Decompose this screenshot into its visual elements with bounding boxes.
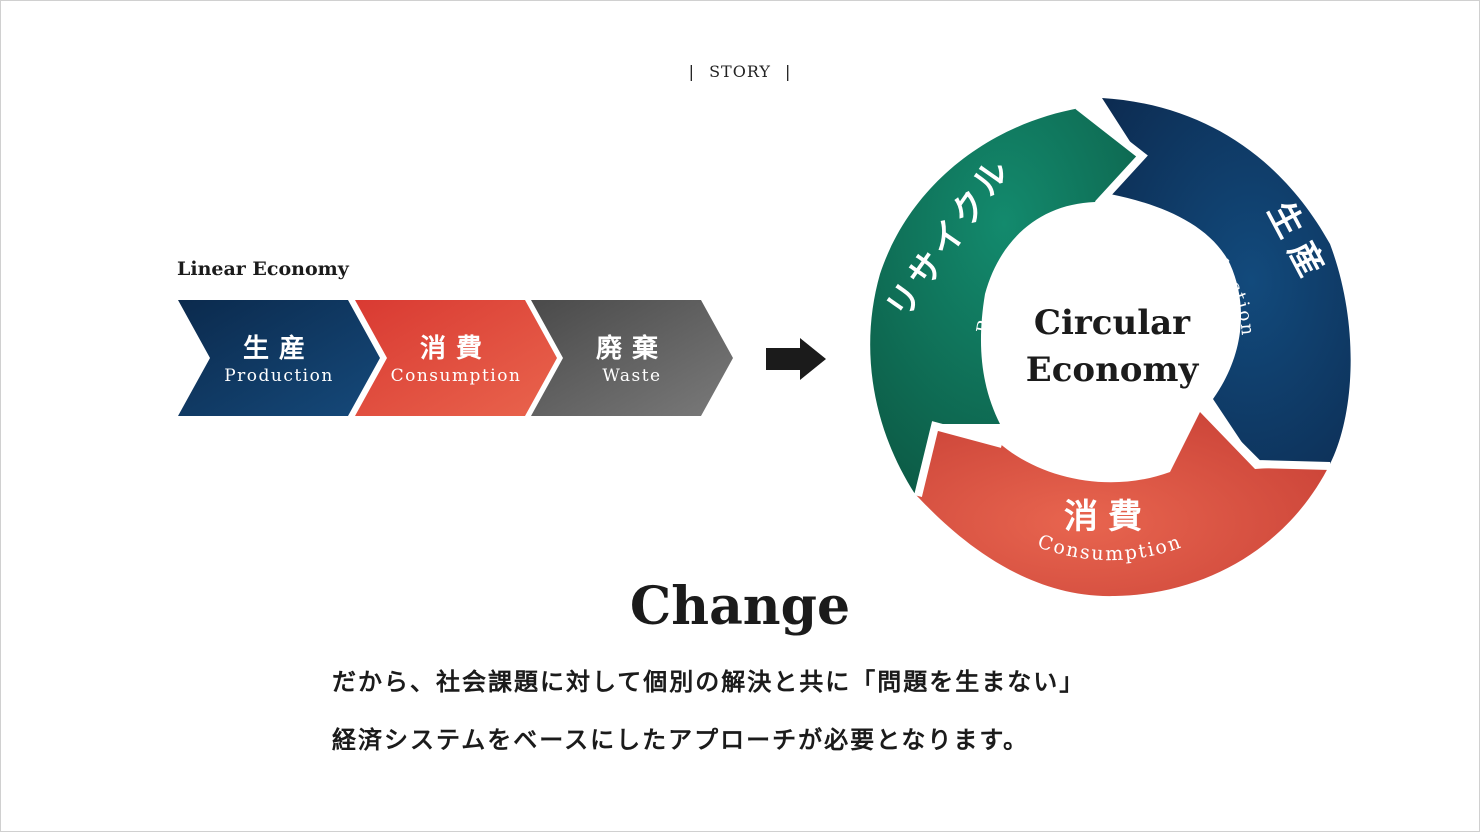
section-label: |STORY| <box>688 62 792 81</box>
center-line1: Circular <box>1034 303 1191 343</box>
segment-consumption <box>915 412 1330 597</box>
linear-economy-title: Linear Economy <box>177 258 349 280</box>
description-line1: だから、社会課題に対して個別の解決と共に「問題を生まない」 <box>332 668 1086 696</box>
segment-jp-label: 消費 <box>1064 497 1152 537</box>
step-en-label: Waste <box>602 366 662 386</box>
right-arrow-icon <box>766 338 826 380</box>
linear-step-production: 生産 Production <box>178 300 380 416</box>
step-jp-label: 消費 <box>419 334 492 364</box>
segment-production <box>1102 98 1351 464</box>
step-en-label: Consumption <box>390 366 522 386</box>
description-line2: 経済システムをベースにしたアプローチが必要となります。 <box>332 726 1029 754</box>
center-line2: Economy <box>1026 350 1200 390</box>
segment-recycling <box>870 108 1138 494</box>
step-en-label: Production <box>224 366 334 386</box>
linear-step-consumption: 消費 Consumption <box>355 300 557 416</box>
linear-step-waste: 廃棄 Waste <box>531 300 733 416</box>
step-jp-label: 廃棄 <box>595 334 668 364</box>
center-circle <box>1017 254 1207 444</box>
headline: Change <box>629 576 851 637</box>
circular-economy-diagram: Circular Economy リサイクル Recycling 生産 Prod… <box>870 98 1351 597</box>
step-jp-label: 生産 <box>242 334 315 364</box>
